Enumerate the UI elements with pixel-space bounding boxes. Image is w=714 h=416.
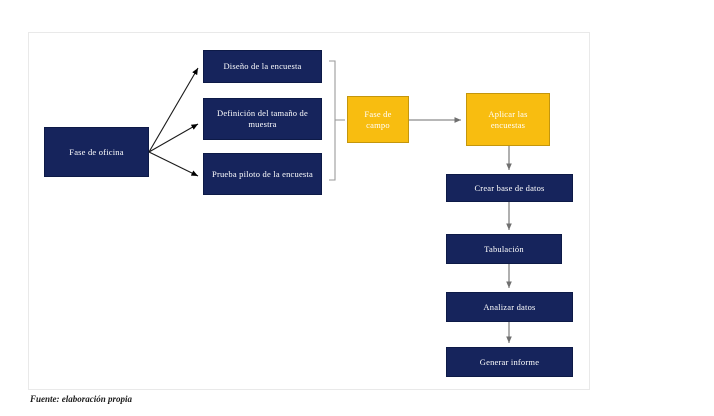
node-definicion-tamano-muestra[interactable]: Definición del tamaño de muestra xyxy=(203,98,322,140)
node-diseno-encuesta[interactable]: Diseño de la encuesta xyxy=(203,50,322,83)
node-analizar-datos[interactable]: Analizar datos xyxy=(446,292,573,322)
node-crear-base-de-datos[interactable]: Crear base de datos xyxy=(446,174,573,202)
node-fase-de-campo[interactable]: Fase de campo xyxy=(347,96,409,143)
node-prueba-piloto-encuesta[interactable]: Prueba piloto de la encuesta xyxy=(203,153,322,195)
figure-frame xyxy=(28,32,590,390)
node-aplicar-las-encuestas[interactable]: Aplicar las encuestas xyxy=(466,93,550,146)
node-generar-informe[interactable]: Generar informe xyxy=(446,347,573,377)
node-fase-de-oficina[interactable]: Fase de oficina xyxy=(44,127,149,177)
node-tabulacion[interactable]: Tabulación xyxy=(446,234,562,264)
source-note: Fuente: elaboración propia xyxy=(30,394,133,404)
